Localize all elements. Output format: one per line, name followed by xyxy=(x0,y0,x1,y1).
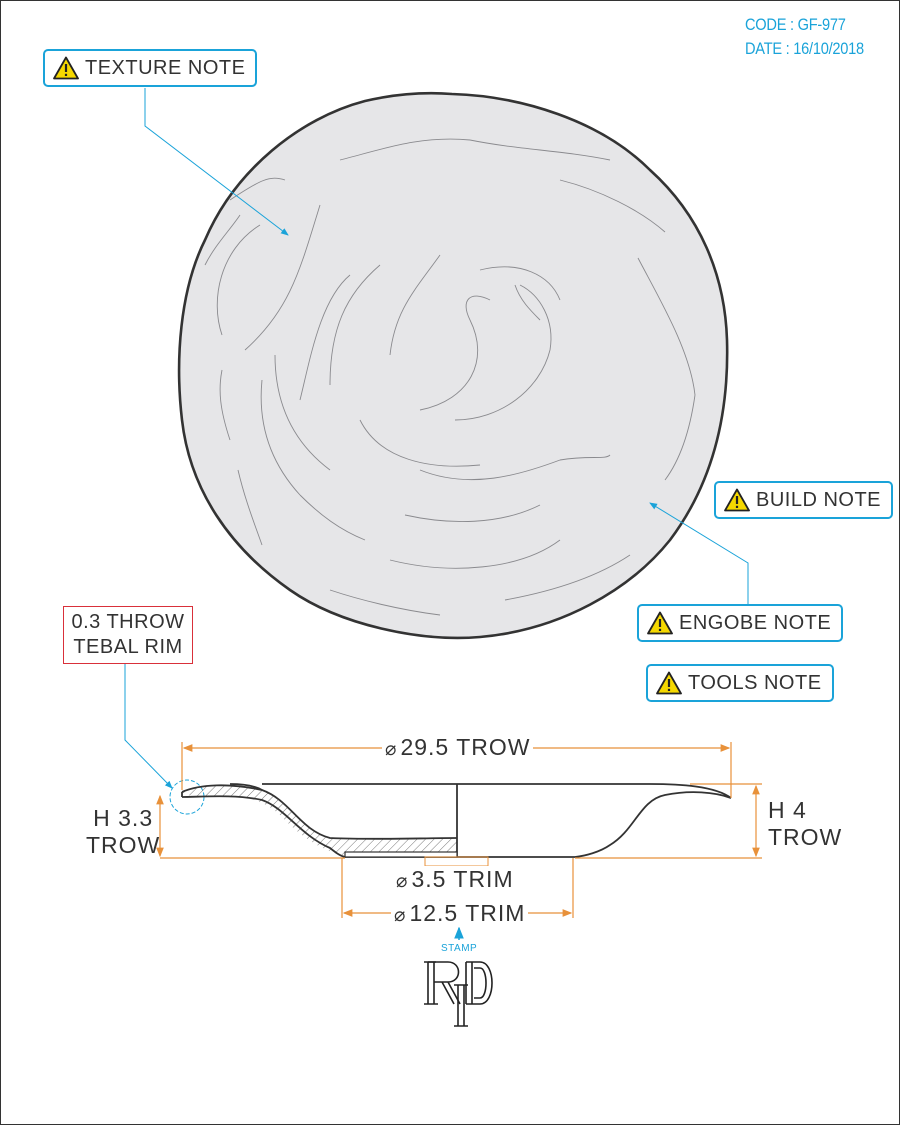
rim-thickness-note: 0.3 THROW TEBAL RIM xyxy=(63,606,193,664)
texture-note-label: TEXTURE NOTE xyxy=(85,56,246,79)
diameter-symbol-icon: ⌀ xyxy=(394,904,407,926)
overall-diameter-label: ⌀29.5 TROW xyxy=(382,734,534,761)
rd-monogram-stamp-icon xyxy=(424,961,493,1027)
engobe-leader-line xyxy=(649,502,749,604)
title-block: CODE : GF-977 DATE : 16/10/2018 xyxy=(745,13,864,61)
foot-outer-diameter-label: ⌀12.5 TRIM xyxy=(391,900,529,927)
engobe-note-callout: ENGOBE NOTE xyxy=(637,604,844,642)
foot-ring xyxy=(344,851,458,858)
plate-section-view xyxy=(181,783,732,867)
rim-note-line1: 0.3 THROW xyxy=(71,611,185,633)
rim-note-line2: TEBAL RIM xyxy=(73,636,183,658)
texture-leader-line xyxy=(144,88,289,236)
section-outline-left-bottom xyxy=(181,795,457,858)
warning-triangle-icon xyxy=(724,488,750,512)
build-note-callout: BUILD NOTE xyxy=(714,481,894,519)
tools-note-label: TOOLS NOTE xyxy=(688,671,822,694)
tools-note-callout: TOOLS NOTE xyxy=(646,664,834,702)
engobe-note-label: ENGOBE NOTE xyxy=(679,611,832,634)
section-outline-right xyxy=(457,783,732,858)
warning-triangle-icon xyxy=(656,671,682,695)
diameter-symbol-icon: ⌀ xyxy=(385,738,398,760)
drawing-code: CODE : GF-977 xyxy=(745,15,846,34)
rim-leader-line xyxy=(124,664,173,789)
height-left-label: H 3.3 TROW xyxy=(86,805,161,858)
build-note-label: BUILD NOTE xyxy=(756,488,882,511)
height-right-label: H 4 TROW xyxy=(768,797,843,850)
plate-texture-lines xyxy=(204,138,696,616)
drawing-date: DATE : 16/10/2018 xyxy=(745,39,864,58)
plate-outline xyxy=(177,91,729,640)
diameter-symbol-icon: ⌀ xyxy=(396,870,409,892)
warning-triangle-icon xyxy=(53,56,79,80)
foot-inner-diameter-label: ⌀3.5 TRIM xyxy=(393,866,517,893)
plate-top-view xyxy=(177,91,729,640)
texture-note-callout: TEXTURE NOTE xyxy=(43,49,258,87)
warning-triangle-icon xyxy=(647,611,673,635)
section-outline-left-top xyxy=(181,784,458,840)
stamp-label: STAMP xyxy=(441,943,478,954)
